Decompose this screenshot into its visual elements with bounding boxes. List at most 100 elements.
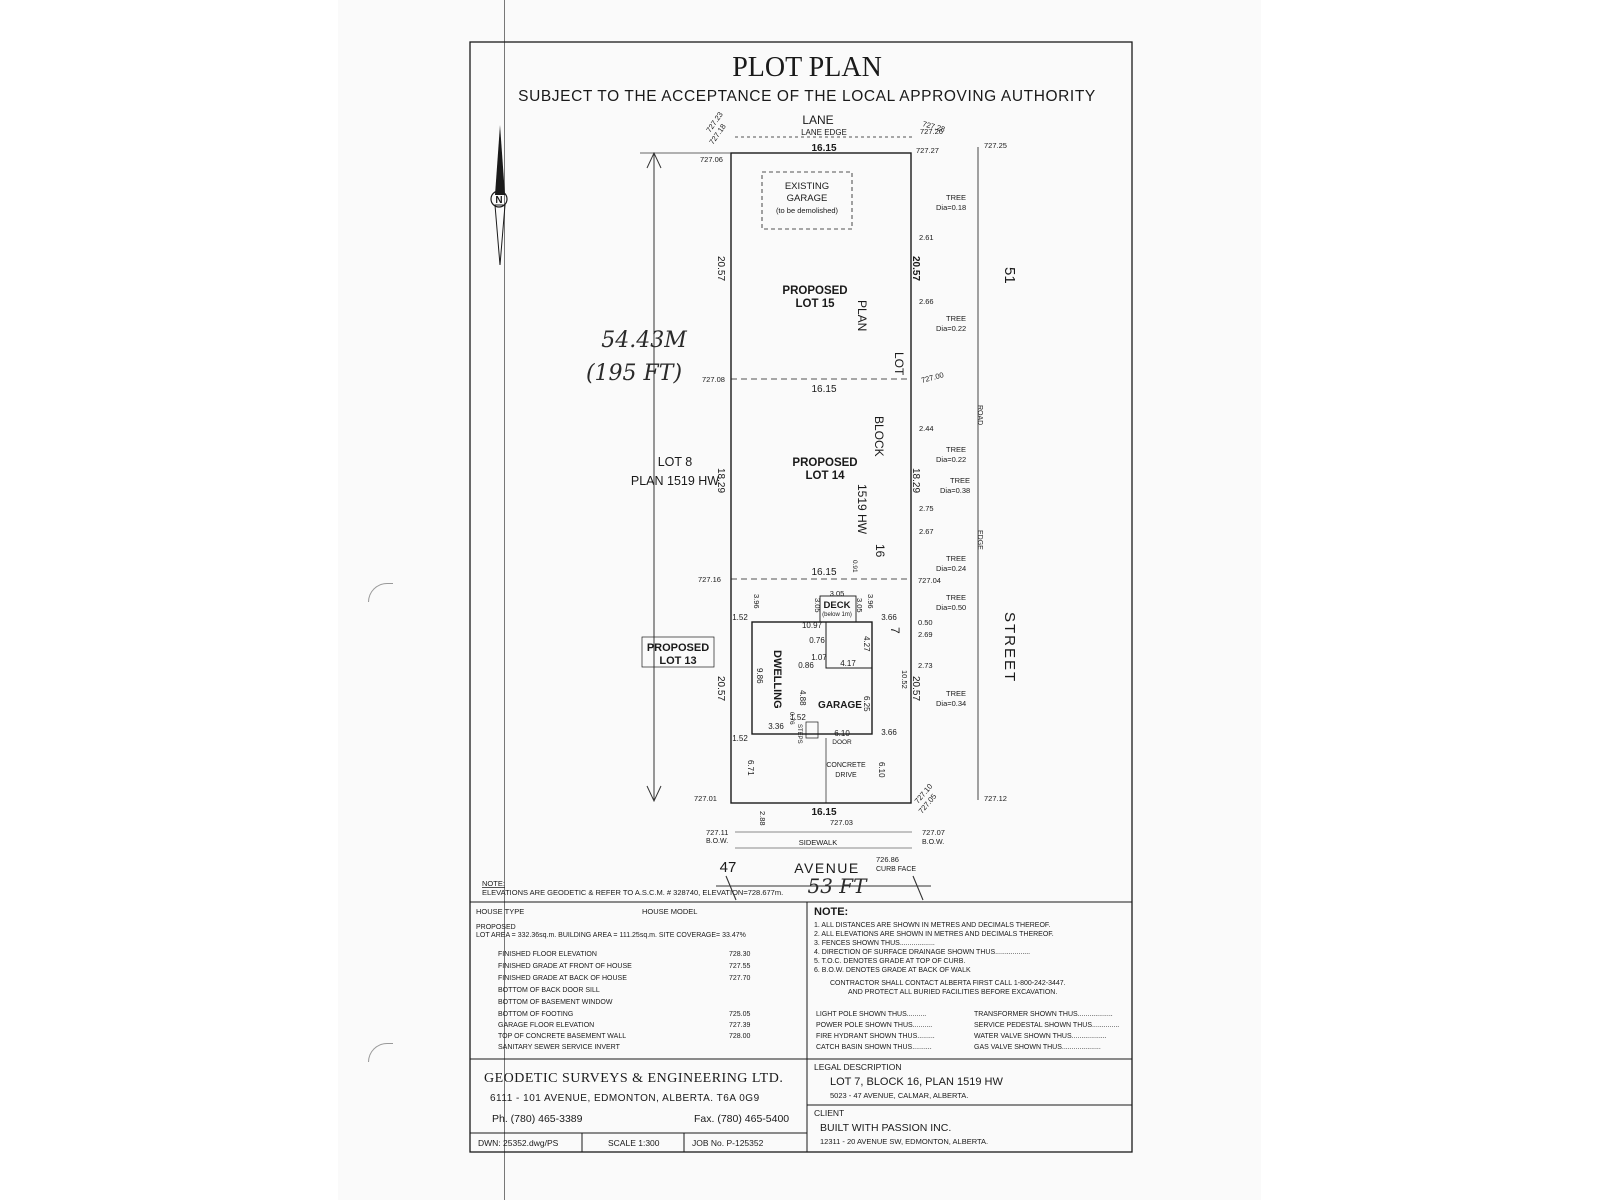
elevation-label: 727.16 [698, 575, 721, 584]
lot13-label-box [641, 636, 715, 668]
elevation-label: 727.00 [920, 370, 945, 385]
elevation-row-label: TOP OF CONCRETE BASEMENT WALL [498, 1033, 626, 1040]
lot13-label: PROPOSED [647, 642, 709, 654]
elevation-note-label: NOTE: [482, 879, 505, 888]
legend-item: SERVICE PEDESTAL SHOWN THUS.............… [974, 1022, 1119, 1029]
tree-label: TREE [946, 689, 966, 698]
plot-plan-subtitle: SUBJECT TO THE ACCEPTANCE OF THE LOCAL A… [518, 88, 1096, 105]
tree-dia: Dia=0.22 [936, 324, 966, 333]
tree-group: TREE Dia=0.18 2.61 2.66 TREE Dia=0.22 2.… [918, 193, 970, 708]
deck-label: DECK [824, 600, 851, 611]
company-address: 6111 - 101 AVENUE, EDMONTON, ALBERTA. T6… [490, 1093, 760, 1104]
elevation-label: 727.27 [916, 146, 939, 155]
tree-offset: 2.61 [919, 233, 934, 242]
dim-jog: 1.07 [811, 653, 827, 662]
dwelling-label: DWELLING [771, 650, 783, 709]
lot15-label: LOT 15 [796, 298, 836, 310]
dim-deck-depth: 3.05 [855, 598, 864, 613]
client-name: BUILT WITH PASSION INC. [820, 1122, 951, 1134]
edge-label: EDGE [976, 530, 983, 550]
existing-garage-label: GARAGE [787, 193, 828, 204]
tree-dia: Dia=0.24 [936, 564, 966, 573]
handwritten-depth-feet: (195 FT) [586, 361, 682, 386]
dim-house-width: 10.97 [802, 621, 823, 630]
elevation-row-value: 727.55 [729, 963, 751, 970]
curb-face-label: CURB FACE [876, 866, 916, 873]
dim-0-76: 0.76 [788, 712, 795, 725]
dim-front-setback: 6.71 [746, 760, 755, 776]
arrow-up-icon [646, 151, 662, 169]
elevation-row-value: 727.70 [729, 975, 751, 982]
dim-right-15: 20.57 [910, 256, 921, 281]
title-block-grid [470, 901, 1132, 1152]
existing-garage-note: (to be demolished) [776, 206, 839, 215]
dim-4-88: 4.88 [798, 690, 807, 706]
dim-width-top: 16.15 [811, 143, 836, 154]
elevation-label: 727.07 [922, 828, 945, 837]
vertical-plan-label: PLAN [855, 300, 869, 331]
elevation-label: 727.12 [984, 794, 1007, 803]
svg-text:N: N [495, 195, 502, 206]
contractor-note: CONTRACTOR SHALL CONTACT ALBERTA FIRST C… [830, 980, 1066, 987]
legend-item: FIRE HYDRANT SHOWN THUS......... [816, 1033, 935, 1040]
tree-offset: 2.67 [919, 527, 934, 536]
handwritten-tick [912, 875, 924, 901]
legal-address: 5023 - 47 AVENUE, CALMAR, ALBERTA. [830, 1091, 968, 1100]
dim-front-setback: 6.10 [877, 762, 886, 778]
dim-left-13: 20.57 [715, 676, 726, 701]
elevation-label: 727.08 [702, 375, 725, 384]
vertical-block-label: BLOCK [872, 416, 886, 457]
dim-jog: 0.86 [798, 661, 814, 670]
dim-width-bottom: 16.15 [811, 807, 836, 818]
elevation-label: 727.06 [700, 155, 723, 164]
elevation-row-value: 728.30 [729, 951, 751, 958]
tree-label: TREE [946, 445, 966, 454]
dim-1-52: 1.52 [790, 713, 806, 722]
deck-note: (below 1m) [822, 612, 852, 618]
dim-2-88: 2.88 [758, 811, 767, 826]
proposed-label: PROPOSED [476, 924, 516, 931]
garage-door-label: DOOR [832, 739, 852, 746]
elevation-row-value: 727.39 [729, 1022, 751, 1029]
notes-title: NOTE: [814, 906, 848, 918]
dim-deck-width: 3.05 [830, 589, 845, 598]
handwritten-depth-metres: 54.43M [601, 328, 687, 353]
dim-garage-back: 4.17 [840, 659, 856, 668]
tree-offset: 0.50 [918, 618, 933, 627]
dim-side-setback-left: 1.52 [732, 613, 748, 622]
lane-label: LANE [802, 113, 833, 127]
elevation-row-label: BOTTOM OF BACK DOOR SILL [498, 987, 600, 994]
existing-garage-label: EXISTING [785, 181, 829, 192]
dim-0-91: 0.91 [851, 560, 858, 573]
company-fax: Fax. (780) 465-5400 [694, 1113, 789, 1125]
elevation-label: 727.25 [984, 141, 1007, 150]
dim-rear-setback: 3.96 [752, 594, 761, 609]
elevation-note-text: ELEVATIONS ARE GEODETIC & REFER TO A.S.C… [482, 888, 783, 897]
dim-width-3: 16.15 [811, 567, 836, 578]
elevation-label: 727.03 [830, 818, 853, 827]
elevation-label: 727.01 [694, 794, 717, 803]
note-item: 1. ALL DISTANCES ARE SHOWN IN METRES AND… [814, 922, 1050, 929]
symbol-legend: LIGHT POLE SHOWN THUS.......... POWER PO… [816, 1011, 1119, 1051]
existing-garage-outline [761, 171, 853, 230]
dim-width-mid: 16.15 [811, 384, 836, 395]
dim-left-14: 18.29 [715, 468, 726, 493]
elevation-label: 727.04 [918, 576, 941, 585]
street-word-label: STREET [1001, 612, 1018, 683]
elevation-row-label: SANITARY SEWER SERVICE INVERT [498, 1044, 621, 1051]
elevation-row-label: BOTTOM OF FOOTING [498, 1011, 573, 1018]
tree-dia: Dia=0.22 [936, 455, 966, 464]
elevation-row-label: GARAGE FLOOR ELEVATION [498, 1022, 594, 1029]
elevation-label: 726.86 [876, 855, 899, 864]
dim-10-52: 10.52 [900, 670, 909, 689]
binder-margin-line [504, 0, 505, 1200]
vertical-block-number: 16 [873, 544, 887, 558]
handwritten-width-feet: 53 FT [807, 874, 868, 898]
note-item: 2. ALL ELEVATIONS ARE SHOWN IN METRES AN… [814, 931, 1054, 938]
sidewalk-label: SIDEWALK [799, 838, 837, 847]
client-address: 12311 - 20 AVENUE SW, EDMONTON, ALBERTA. [820, 1137, 988, 1146]
bow-label: B.O.W. [922, 839, 944, 846]
dim-4-27: 4.27 [862, 636, 871, 652]
legal-description: LOT 7, BLOCK 16, PLAN 1519 HW [830, 1076, 1003, 1088]
garage-label: GARAGE [818, 700, 862, 711]
